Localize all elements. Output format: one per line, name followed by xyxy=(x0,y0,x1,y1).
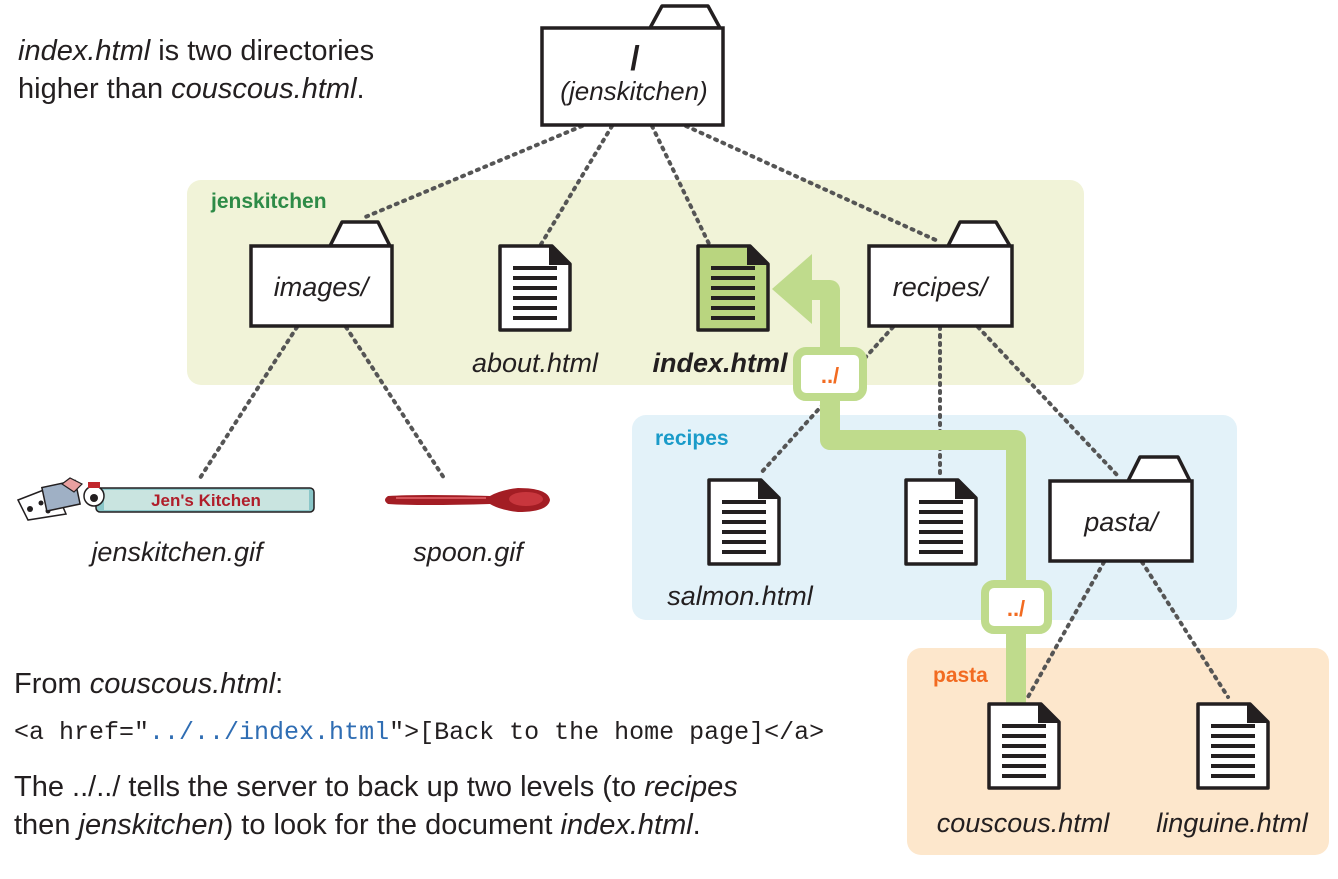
index-file-label: index.html xyxy=(652,348,788,378)
spoon-image xyxy=(385,488,550,512)
images-folder-label: images/ xyxy=(274,272,371,302)
path-badge-upper-text: ../ xyxy=(821,363,839,388)
jenskitchen-logo-text: Jen's Kitchen xyxy=(151,491,261,510)
intro-line-2: higher than couscous.html. xyxy=(18,70,365,108)
jenskitchen-region-label: jenskitchen xyxy=(210,190,327,213)
explanation-line-2-mid: ) to look for the document xyxy=(223,809,561,841)
intro-line-1-rest: is two directories xyxy=(150,35,375,67)
intro-index-filename: index.html xyxy=(18,35,151,67)
explanation-line-2-jenskitchen: jenskitchen xyxy=(78,809,224,841)
intro-line-2-start: higher than xyxy=(18,73,172,105)
path-badge-lower: ../ xyxy=(981,580,1052,634)
back-path-arrowhead xyxy=(772,254,812,324)
jenskitchen-gif-label: jenskitchen.gif xyxy=(87,537,265,567)
root-folder-symbol: / xyxy=(630,40,640,78)
from-line: From couscous.html: xyxy=(14,665,283,703)
images-folder: images/ xyxy=(249,220,394,328)
pasta-folder: pasta/ xyxy=(1048,455,1194,563)
code-open: <a href=" xyxy=(14,718,150,747)
explanation-line-2-start: then xyxy=(14,809,79,841)
couscous-document-icon xyxy=(987,702,1061,790)
jenskitchen-logo-image: Jen's Kitchen xyxy=(16,477,315,521)
recipes-folder: recipes/ xyxy=(867,220,1014,328)
pasta-region-label: pasta xyxy=(933,664,988,687)
explanation-line-1-start: The ../../ tells the server to back up t… xyxy=(14,771,645,803)
path-badge-upper: ../ xyxy=(793,347,867,401)
from-line-end: : xyxy=(275,668,284,700)
code-example: <a href="../../index.html">[Back to the … xyxy=(14,718,824,747)
linguine-file-label: linguine.html xyxy=(1156,808,1309,838)
pasta-folder-label: pasta/ xyxy=(1083,507,1160,537)
index-document-icon xyxy=(696,244,770,332)
from-line-start: From xyxy=(14,668,90,700)
salmon-file-label: salmon.html xyxy=(667,581,814,611)
recipes-region-label: recipes xyxy=(655,427,729,450)
recipes-folder-label: recipes/ xyxy=(893,272,990,302)
explanation-line-2-index: index.html xyxy=(560,809,693,841)
back-path xyxy=(772,254,1026,703)
tree-connectors xyxy=(198,124,1230,699)
jenskitchen-region xyxy=(187,180,1084,385)
root-folder-name: (jenskitchen) xyxy=(560,76,707,106)
salmon-document-icon xyxy=(707,478,781,566)
root-folder: / (jenskitchen) xyxy=(540,4,725,127)
spoon-gif-label: spoon.gif xyxy=(413,537,525,567)
code-path: ../../index.html xyxy=(149,718,390,747)
intro-couscous-filename: couscous.html xyxy=(171,73,357,105)
about-file-label: about.html xyxy=(472,348,599,378)
path-badge-lower-text: ../ xyxy=(1007,596,1025,621)
from-line-filename: couscous.html xyxy=(89,668,276,700)
about-document-icon xyxy=(498,244,572,332)
linguine-document-icon xyxy=(1196,702,1270,790)
intro-line-1: index.html is two directories xyxy=(18,32,374,70)
code-close: ">[Back to the home page]</a> xyxy=(389,718,825,747)
couscous-file-label: couscous.html xyxy=(937,808,1111,838)
explanation-line-2: then jenskitchen) to look for the docume… xyxy=(14,806,701,844)
recipes-unnamed-document-icon xyxy=(904,478,978,566)
explanation-line-2-end: . xyxy=(692,809,701,841)
intro-line-2-end: . xyxy=(356,73,365,105)
explanation-line-1-recipes: recipes xyxy=(644,771,738,803)
explanation-line-1: The ../../ tells the server to back up t… xyxy=(14,768,738,806)
